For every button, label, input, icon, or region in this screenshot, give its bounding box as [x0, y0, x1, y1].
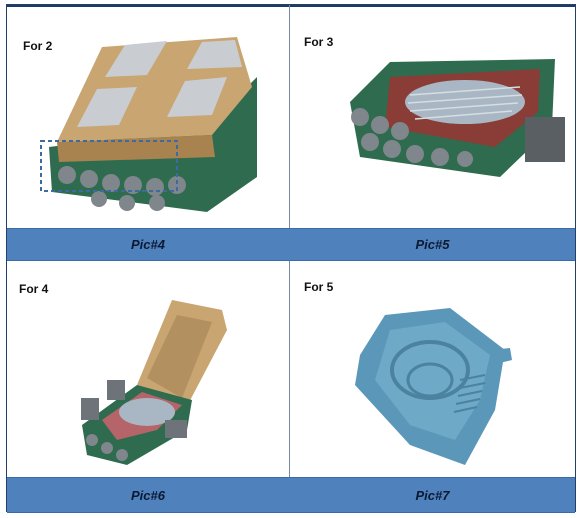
figure-table: For 2 For 3 [6, 4, 576, 513]
closure-exploded-image [81, 300, 227, 465]
splice-tray-image [355, 308, 512, 465]
panel-label: For 5 [304, 280, 334, 294]
panel-label: For 4 [19, 282, 49, 296]
panel-label: For 2 [23, 39, 53, 53]
panel-for-2: For 2 [7, 7, 289, 228]
caption-row-1: Pic#4 Pic#5 [7, 228, 575, 261]
panel-label: For 3 [304, 35, 334, 49]
table-top-border [7, 5, 575, 7]
caption-pic-5: Pic#5 [415, 237, 450, 252]
caption-row-2: Pic#6 Pic#7 [7, 477, 575, 513]
closure-open-ports-image [350, 59, 565, 177]
caption-pic-6: Pic#6 [131, 487, 165, 503]
closure-closed-image [40, 37, 257, 212]
panel-for-3: For 3 [290, 7, 575, 228]
caption-pic-4: Pic#4 [131, 237, 165, 252]
caption-pic-7: Pic#7 [415, 487, 450, 503]
panel-for-5: For 5 [290, 260, 575, 476]
panel-for-4: For 4 [7, 260, 289, 476]
